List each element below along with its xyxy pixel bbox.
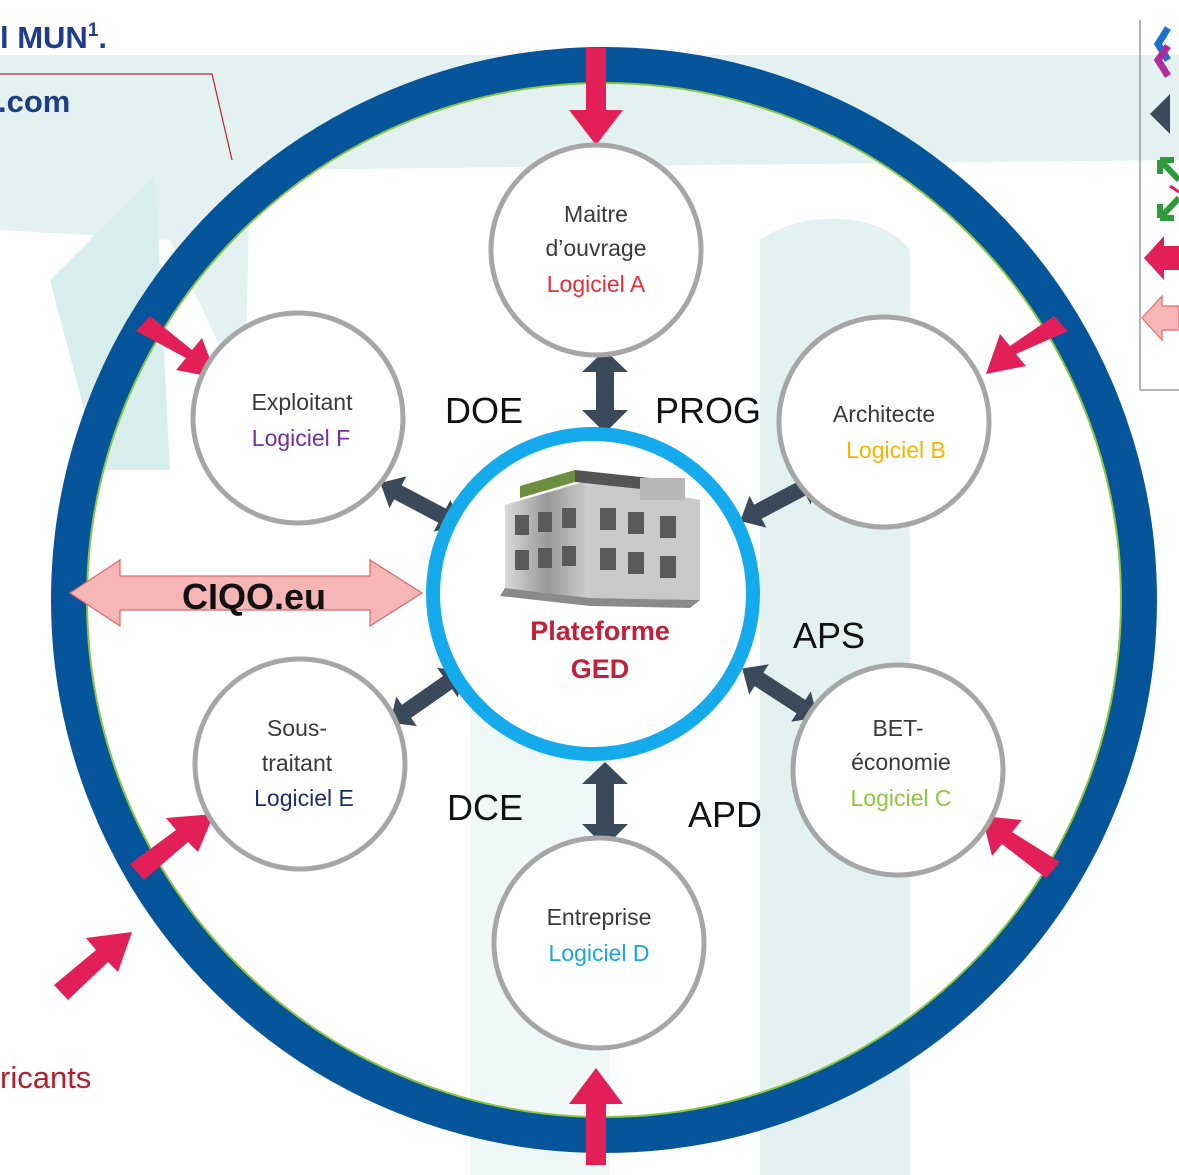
actor-exploitant: Exploitant Logiciel F [190,310,406,526]
actor-bet-name-1: BET- [872,715,923,741]
diamond-logo-icon [1153,26,1171,78]
platform-label-1: Plateforme [530,616,670,646]
platform-label-2: GED [571,654,630,684]
exchange-legend-icon [1157,157,1179,221]
link-arrow-legend-icon [1150,94,1170,134]
inward-arrow-lower-right [982,816,1060,878]
callout-line [0,73,233,161]
inward-arrow-bottom [569,1068,623,1165]
actor-soustraitant-software: Logiciel E [254,785,354,811]
actor-exploitant-software: Logiciel F [252,425,350,451]
ciqo-label: CIQO.eu [182,576,326,617]
corner-title: l MUN1. [0,20,107,55]
phase-dce: DCE [447,787,523,828]
ciqo-arrow-legend-icon [1141,294,1179,342]
inward-arrows [54,48,1068,1165]
actor-exploitant-name: Exploitant [251,389,353,415]
actor-bet-name-2: économie [851,749,951,775]
phase-apd: APD [688,794,762,835]
fabricants-label: ricants [0,1060,91,1095]
inward-arrow-upper-right [986,316,1068,374]
fabricants-arrow [54,932,132,1000]
link-arrow-entreprise [582,762,628,847]
link-arrows [380,350,820,847]
actor-entreprise: Entreprise Logiciel D [491,835,707,1051]
building-image [500,470,700,608]
actor-soustraitant-name-2: traitant [262,750,333,776]
actor-soustraitant-name-1: Sous- [267,715,327,741]
actor-architecte-software: Logiciel B [846,437,946,463]
phase-prog: PROG [655,390,761,431]
actor-entreprise-software: Logiciel D [549,940,650,966]
actor-maitre-name-2: d’ouvrage [545,235,646,261]
ciqo-exchange-arrow [68,558,424,628]
corner-website: .com [0,84,70,119]
link-arrow-exploitant [380,476,460,532]
inward-arrow-top [569,48,623,145]
actor-soustraitant: Sous- traitant Logiciel E [192,656,408,872]
actor-maitre: Maitre d’ouvrage Logiciel A [488,142,704,358]
inward-arrow-legend-icon [1144,236,1179,280]
link-arrow-soustraitant [390,667,464,727]
inward-arrow-upper-left [136,316,217,378]
actor-architecte: Architecte Logiciel B [776,314,992,530]
actor-maitre-name-1: Maitre [564,201,628,227]
actor-bet-software: Logiciel C [851,785,952,811]
link-arrow-bet [742,664,818,722]
legend-box [1139,20,1179,391]
inward-arrow-lower-left [130,814,214,880]
link-arrow-maitre [582,350,628,433]
phase-doe: DOE [445,390,523,431]
actor-architecte-name: Architecte [833,401,935,427]
phase-aps: APS [793,615,865,656]
actor-entreprise-name: Entreprise [547,904,652,930]
actor-bet: BET- économie Logiciel C [790,662,1006,878]
actor-maitre-software: Logiciel A [547,271,646,297]
